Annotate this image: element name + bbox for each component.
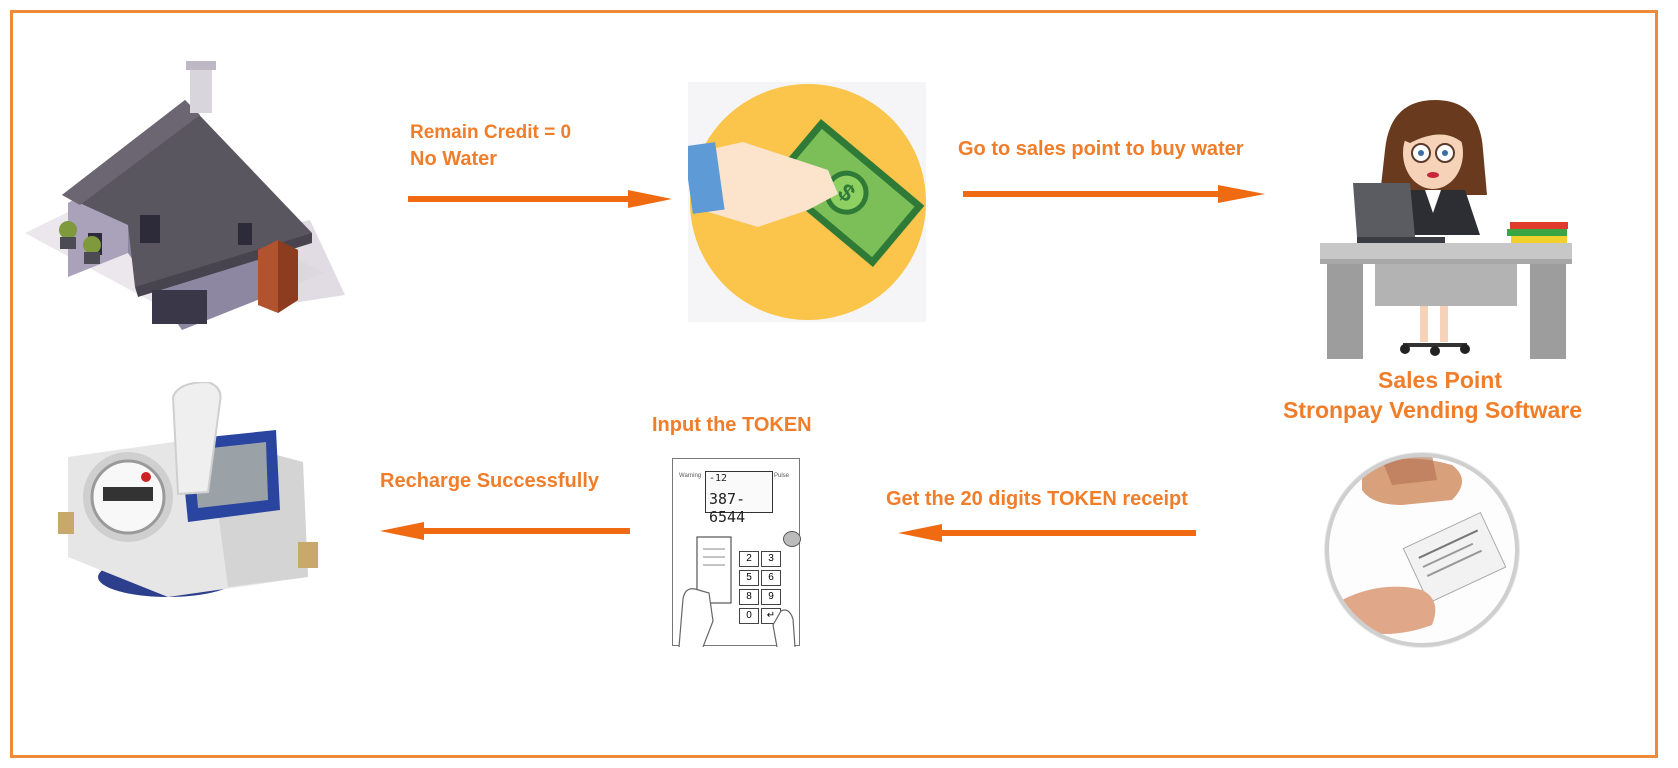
input-token-label: Input the TOKEN — [652, 414, 812, 437]
remain-credit-label: Remain Credit = 0 — [410, 122, 571, 144]
keypad-display: -12 387-6544 — [705, 471, 773, 513]
water-meter-icon — [58, 382, 318, 617]
receipt-handoff-icon — [1322, 450, 1522, 650]
sales-point-label: Sales Point — [1378, 367, 1502, 394]
display-top-value: -12 — [709, 473, 727, 484]
pulse-indicator-label: Pulse — [774, 473, 789, 479]
payment-icon: $ — [688, 82, 926, 322]
hands-receipt-drawing — [673, 529, 801, 647]
warning-indicator-label: Warning — [679, 473, 701, 479]
keypad-token-icon: Warning Pulse -12 387-6544 2 3 5 6 8 9 0… — [672, 458, 800, 646]
arrow-right-2 — [963, 183, 1268, 205]
arrow-left-1 — [380, 520, 630, 542]
software-label: Stronpay Vending Software — [1283, 397, 1582, 424]
recharge-label: Recharge Successfully — [380, 470, 599, 493]
go-sales-label: Go to sales point to buy water — [958, 138, 1244, 161]
arrow-left-2 — [898, 522, 1196, 544]
house-icon — [20, 55, 345, 330]
display-main-value: 387-6544 — [709, 490, 772, 526]
arrow-right-1 — [408, 188, 673, 210]
get-token-label: Get the 20 digits TOKEN receipt — [886, 488, 1188, 511]
no-water-label: No Water — [410, 148, 497, 171]
sales-clerk-icon — [1315, 95, 1575, 365]
